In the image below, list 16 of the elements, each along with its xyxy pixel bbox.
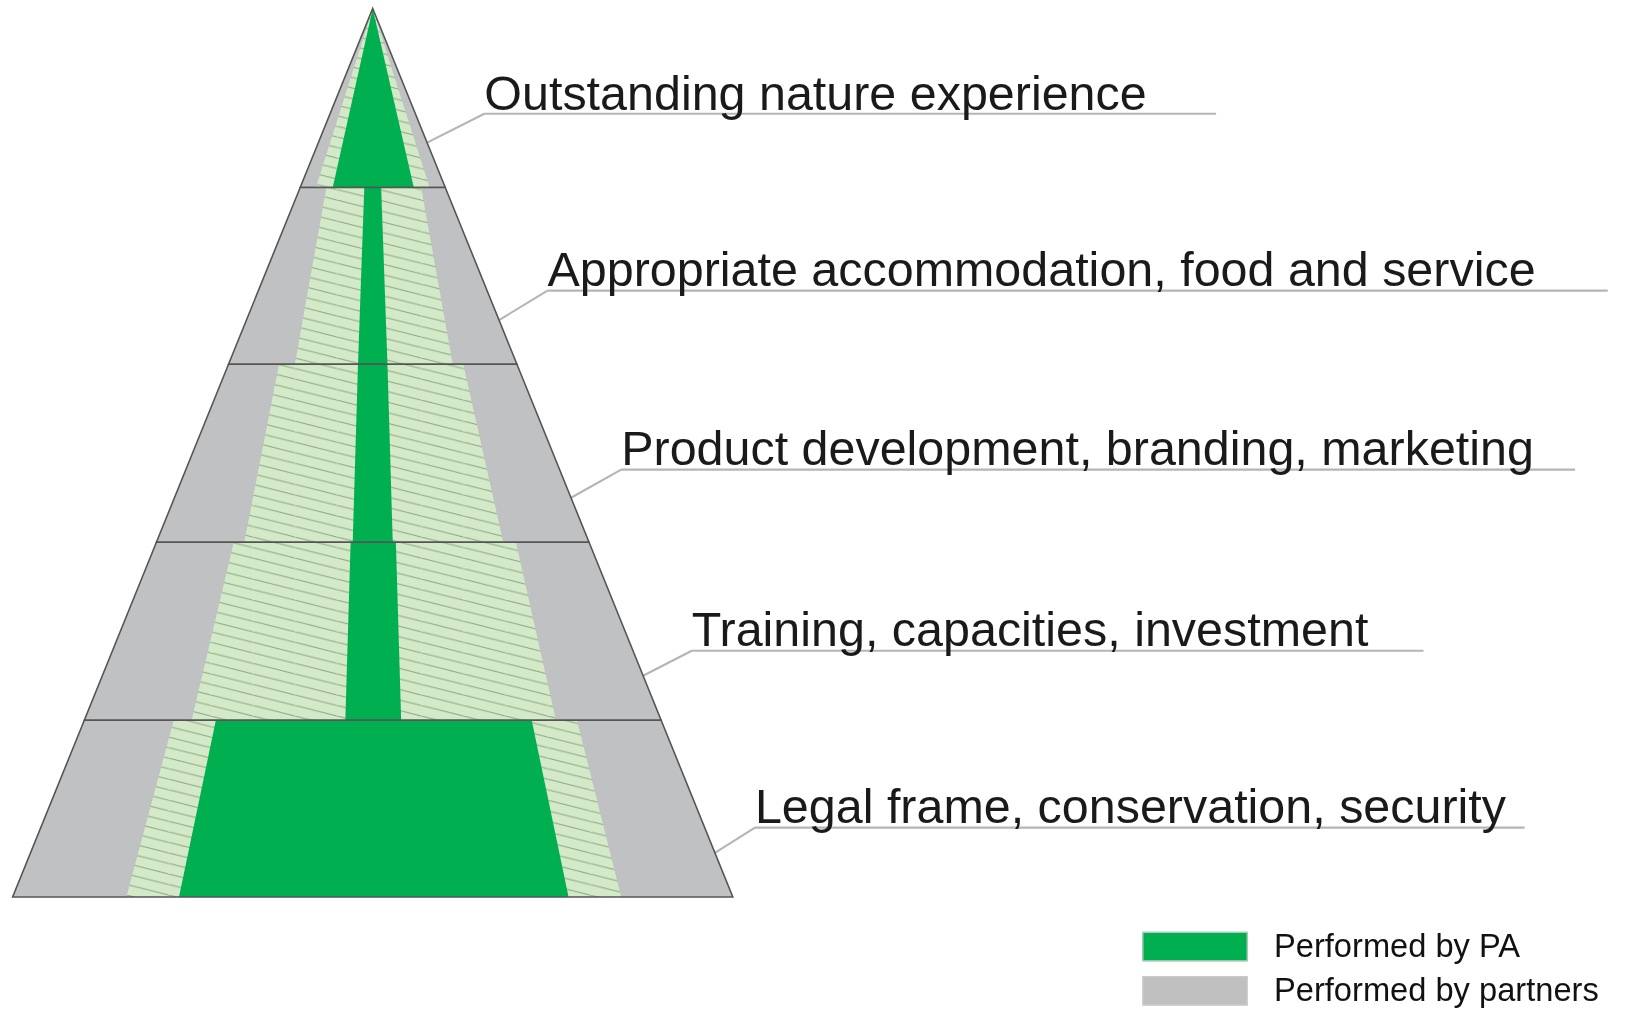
leader-line: [569, 468, 1577, 499]
leader-line: [713, 826, 1526, 854]
legend-label: Performed by partners: [1274, 971, 1599, 1010]
legend-label: Performed by PA: [1274, 927, 1521, 966]
level-label: Legal frame, conservation, security: [754, 778, 1525, 835]
level-label: Training, capacities, investment: [691, 601, 1424, 659]
pyramid-level: [155, 363, 591, 544]
leader-line: [497, 289, 1609, 322]
leader-line: [642, 649, 1425, 677]
pyramid-level: [11, 719, 734, 898]
level-label: Outstanding nature experience: [484, 64, 1217, 122]
level-label: Product development, branding, marketing: [621, 420, 1576, 477]
pyramid-level: [83, 541, 663, 721]
leader-line: [426, 112, 1218, 144]
level-label: Appropriate accommodation, food and service: [547, 241, 1608, 298]
pyramid-level: [299, 7, 447, 189]
